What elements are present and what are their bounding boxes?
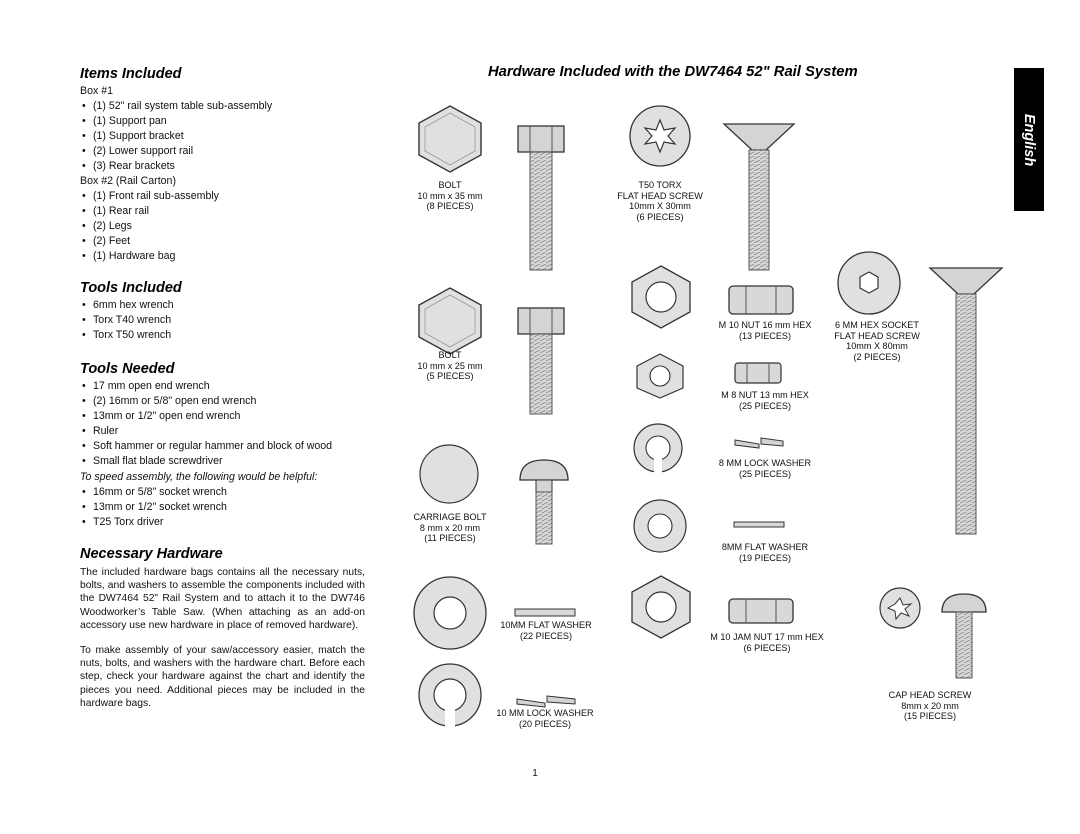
list-item: 17 mm open end wrench	[80, 379, 332, 394]
lock-washer-8mm-icon	[633, 423, 683, 473]
carriage-bolt-icon	[519, 459, 569, 545]
torx-screw-head-icon	[629, 105, 691, 167]
lock-washer-8mm-side-icon	[734, 437, 784, 449]
helpful-list: 16mm or 5/8" socket wrench 13mm or 1/2" …	[80, 485, 227, 530]
list-item: Torx T40 wrench	[80, 313, 174, 328]
box2-label: Box #2 (Rail Carton)	[80, 175, 176, 187]
tools-needed-heading: Tools Needed	[80, 361, 175, 377]
tools-included-list: 6mm hex wrench Torx T40 wrench Torx T50 …	[80, 298, 174, 343]
list-item: (1) Hardware bag	[80, 249, 219, 264]
m10-nut-label: M 10 NUT 16 mm HEX (13 PIECES)	[718, 320, 812, 341]
bolt-35mm-label: BOLT 10 mm x 35 mm (8 PIECES)	[417, 180, 483, 212]
box1-label: Box #1	[80, 85, 113, 97]
hardware-chart-title: Hardware Included with the DW7464 52" Ra…	[488, 64, 858, 80]
jam-nut-icon	[631, 575, 691, 639]
list-item: 13mm or 1/2" socket wrench	[80, 500, 227, 515]
carriage-bolt-head-icon	[419, 444, 479, 504]
cap-head-screw-icon	[941, 593, 987, 679]
flat-washer-10mm-icon	[413, 576, 487, 650]
carriage-bolt-label: CARRIAGE BOLT 8 mm x 20 mm (11 PIECES)	[413, 512, 487, 544]
list-item: 6mm hex wrench	[80, 298, 174, 313]
items-included-heading: Items Included	[80, 66, 182, 82]
flat-washer-8mm-side-icon	[733, 521, 785, 528]
list-item: Small flat blade screwdriver	[80, 454, 332, 469]
language-tab-label: English	[1021, 113, 1037, 166]
list-item: (1) Rear rail	[80, 204, 219, 219]
list-item: (1) Support bracket	[80, 129, 272, 144]
m10-nut-icon	[631, 265, 691, 329]
flat-head-screw-icon	[722, 123, 796, 271]
m8-nut-icon	[636, 353, 684, 399]
long-flat-head-screw-icon	[928, 267, 1004, 535]
lock-washer-8mm-label: 8 MM LOCK WASHER (25 PIECES)	[718, 458, 812, 479]
bolt-25mm-label: BOLT 10 mm x 25 mm (5 PIECES)	[417, 350, 483, 382]
list-item: Ruler	[80, 424, 332, 439]
cap-head-screw-label: CAP HEAD SCREW 8mm x 20 mm (15 PIECES)	[888, 690, 972, 722]
box2-list: (1) Front rail sub-assembly (1) Rear rai…	[80, 189, 219, 264]
m10-nut-side-icon	[728, 285, 794, 315]
list-item: (2) Feet	[80, 234, 219, 249]
list-item: Torx T50 wrench	[80, 328, 174, 343]
jam-nut-label: M 10 JAM NUT 17 mm HEX (6 PIECES)	[710, 632, 824, 653]
hex-bolt-head-icon	[418, 105, 482, 173]
lock-washer-10mm-side-icon	[516, 695, 576, 708]
bolt-25mm-icon	[517, 307, 565, 415]
tools-included-heading: Tools Included	[80, 280, 182, 296]
list-item: (1) 52" rail system table sub-assembly	[80, 99, 272, 114]
necessary-hardware-paragraph-1: The included hardware bags contains all …	[80, 567, 365, 631]
bolt-35mm-icon	[517, 125, 565, 271]
hex-bolt-head-icon	[418, 287, 482, 355]
list-item: T25 Torx driver	[80, 515, 227, 530]
tools-needed-list: 17 mm open end wrench (2) 16mm or 5/8" o…	[80, 379, 332, 469]
list-item: 16mm or 5/8" socket wrench	[80, 485, 227, 500]
language-tab: English	[1014, 68, 1044, 211]
lock-washer-10mm-icon	[418, 663, 482, 727]
list-item: (1) Support pan	[80, 114, 272, 129]
flat-washer-10mm-side-icon	[514, 608, 576, 617]
list-item: (2) 16mm or 5/8" open end wrench	[80, 394, 332, 409]
hex-socket-screw-label: 6 MM HEX SOCKET FLAT HEAD SCREW 10mm X 8…	[834, 320, 920, 362]
list-item: (3) Rear brackets	[80, 159, 272, 174]
flat-washer-8mm-icon	[633, 499, 687, 553]
m8-nut-label: M 8 NUT 13 mm HEX (25 PIECES)	[721, 390, 809, 411]
box1-list: (1) 52" rail system table sub-assembly (…	[80, 99, 272, 174]
lock-washer-10mm-label: 10 MM LOCK WASHER (20 PIECES)	[496, 708, 594, 729]
jam-nut-side-icon	[728, 598, 794, 624]
hex-socket-head-icon	[837, 251, 901, 315]
page-number: 1	[532, 768, 538, 779]
flat-washer-8mm-label: 8MM FLAT WASHER (19 PIECES)	[721, 542, 809, 563]
list-item: Soft hammer or regular hammer and block …	[80, 439, 332, 454]
cap-head-screw-head-icon	[879, 587, 921, 629]
helpful-note: To speed assembly, the following would b…	[80, 471, 318, 483]
m8-nut-side-icon	[734, 362, 782, 384]
list-item: (2) Lower support rail	[80, 144, 272, 159]
necessary-hardware-paragraph-2: To make assembly of your saw/accessory e…	[80, 645, 365, 709]
list-item: (2) Legs	[80, 219, 219, 234]
list-item: (1) Front rail sub-assembly	[80, 189, 219, 204]
torx-screw-label: T50 TORX FLAT HEAD SCREW 10mm X 30mm (6 …	[617, 180, 703, 222]
necessary-hardware-heading: Necessary Hardware	[80, 546, 223, 562]
flat-washer-10mm-label: 10MM FLAT WASHER (22 PIECES)	[500, 620, 592, 641]
list-item: 13mm or 1/2" open end wrench	[80, 409, 332, 424]
